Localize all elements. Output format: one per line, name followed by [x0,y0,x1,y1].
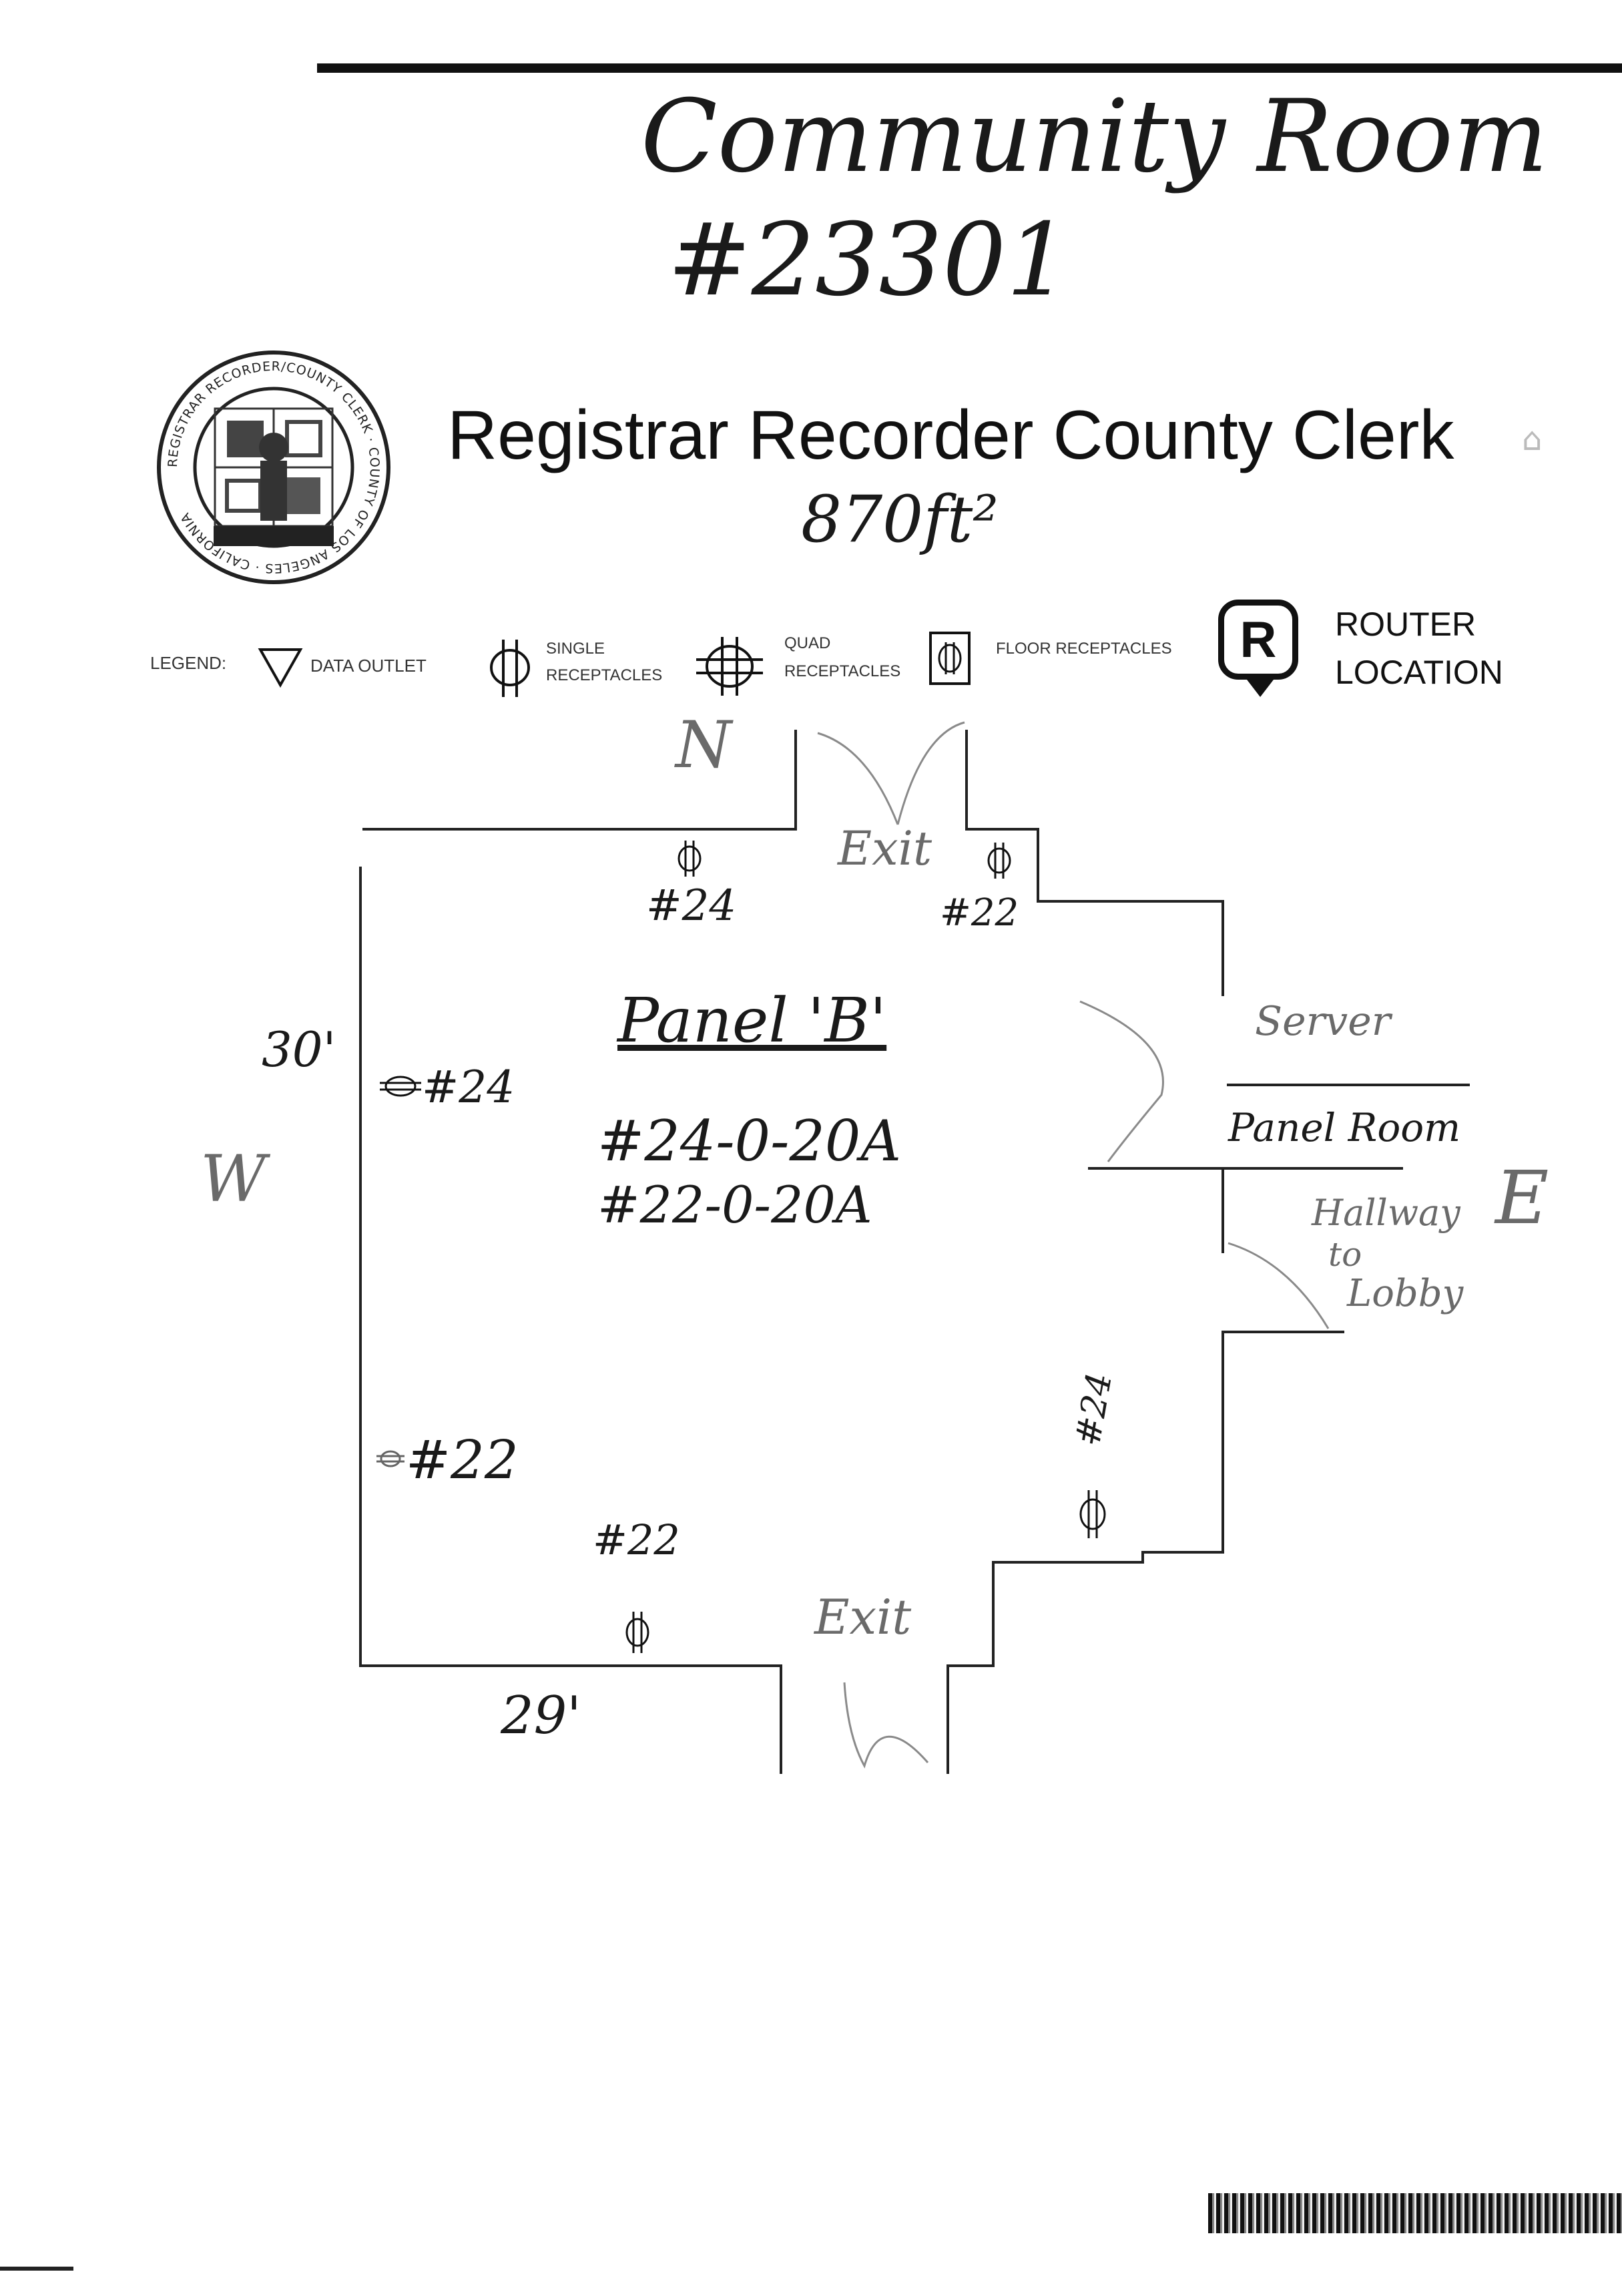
door-swings [817,721,1330,1769]
outlet-label-north-left: #24 [646,881,737,931]
panel-room-label: Panel Room [1228,1105,1461,1150]
receptacle-east-icon [1079,1490,1106,1538]
hallway-label-3: Lobby [1347,1272,1464,1315]
dimension-west: 30' [262,1021,336,1078]
panel-heading: Panel 'B' [617,985,887,1056]
receptacle-south-icon [625,1612,649,1653]
data-outlet-icon [258,648,303,688]
legend-single-2: RECEPTACLES [546,666,663,684]
outlet-label-south: #22 [593,1516,680,1564]
router-icon-letter: R [1240,611,1277,668]
room-number: #23301 [667,202,1070,318]
legend: LEGEND: DATA OUTLET SINGLE RECEPTACLES Q… [0,600,1622,708]
scan-edge-top [317,63,1622,73]
server-label: Server [1255,998,1391,1045]
panel-circuit-1: #24-0-20A [597,1108,902,1174]
quad-receptacle-icon [696,637,763,696]
compass-east: E [1495,1155,1549,1240]
exit-south-label: Exit [814,1589,912,1645]
legend-quad-2: RECEPTACLES [784,662,901,680]
receptacle-north-right-icon [987,843,1011,879]
room-walls [359,730,1470,1774]
org-heading: Registrar Recorder County Clerk [447,397,1454,474]
hallway-label-2: to [1328,1235,1362,1274]
exit-north-label: Exit [838,821,932,876]
compass-north: N [675,708,732,782]
receptacle-west-lower-icon [376,1450,404,1467]
router-arrow-icon [1247,680,1274,697]
hallway-label-1: Hallway [1312,1192,1460,1234]
router-icon: R [1218,600,1298,680]
legend-data-outlet: DATA OUTLET [310,656,427,676]
legend-router-1: ROUTER [1335,606,1476,643]
scan-edge-bottom [1208,2193,1622,2233]
panel-circuit-2: #22-0-20A [597,1175,872,1234]
legend-floor: FLOOR RECEPTACLES [996,640,1172,658]
room-title: Community Room [641,79,1549,195]
county-seal-logo: REGISTRAR RECORDER/COUNTY CLERK · COUNTY… [154,347,394,588]
compass-west: W [200,1142,266,1216]
home-icon: ⌂ [1522,421,1543,458]
scan-edge-left [0,2267,73,2271]
legend-router-2: LOCATION [1335,654,1503,691]
legend-quad-1: QUAD [784,634,831,652]
outlet-label-west-lower: #22 [406,1429,519,1491]
floor-receptacle-icon [929,632,971,685]
dimension-south: 29' [501,1686,581,1746]
receptacle-west-upper-icon [380,1076,421,1097]
area-annotation: 870ft² [801,482,999,557]
legend-label: LEGEND: [150,653,227,673]
outlet-label-west-upper: #24 [422,1062,515,1113]
single-receptacle-icon [490,640,530,697]
outlet-label-north-right: #22 [940,891,1019,935]
legend-single-1: SINGLE [546,640,605,658]
receptacle-north-left-icon [678,841,702,877]
